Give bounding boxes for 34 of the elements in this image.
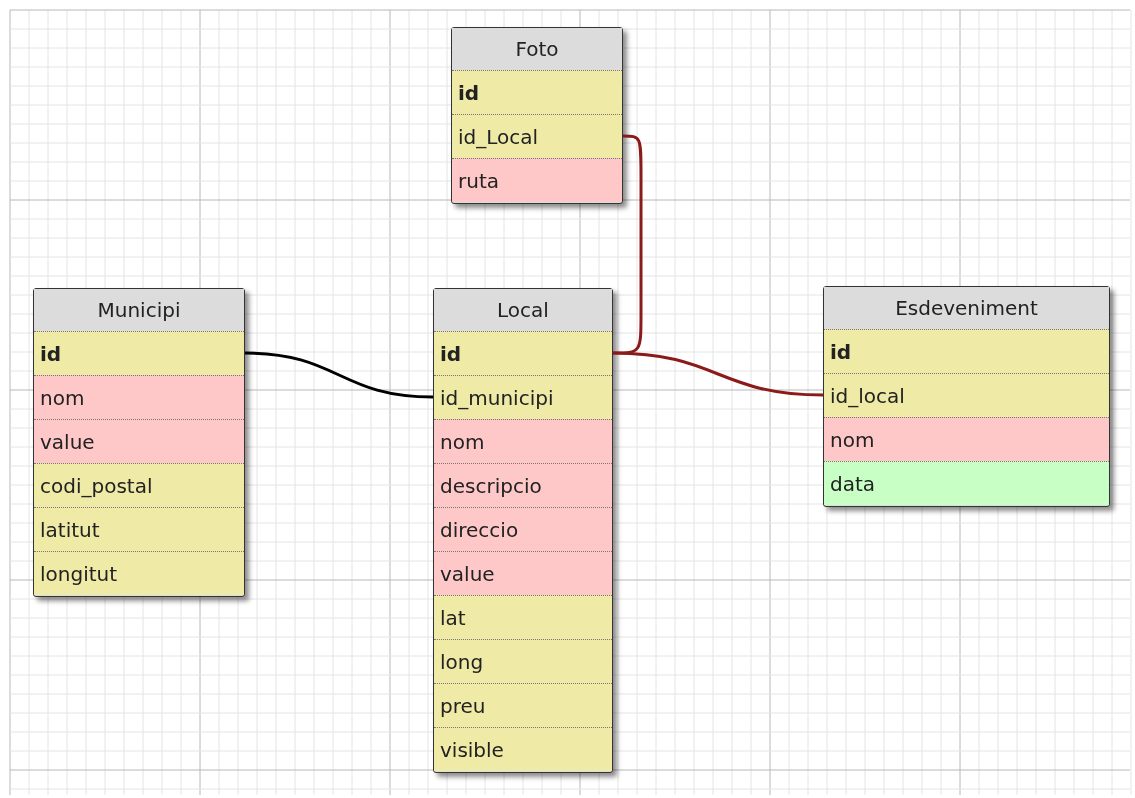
field-row: value (434, 551, 612, 595)
field-row: value (34, 419, 244, 463)
field-row: id_municipi (434, 375, 612, 419)
relationship-line (613, 134, 643, 355)
table-card (823, 286, 1110, 507)
field-row: long (434, 639, 612, 683)
field-row: codi_postal (34, 463, 244, 507)
field-row: longitut (34, 551, 244, 595)
field-row: id_Local (452, 114, 622, 158)
field-row: preu (434, 683, 612, 727)
field-row: nom (34, 375, 244, 419)
field-row: id (824, 329, 1109, 373)
field-row: id (34, 331, 244, 375)
field-row: id (452, 70, 622, 114)
field-row: nom (824, 417, 1109, 461)
relationship-line (612, 351, 824, 397)
field-row: nom (434, 419, 612, 463)
field-row: id (434, 331, 612, 375)
field-row: id_local (824, 373, 1109, 417)
field-row: lat (434, 595, 612, 639)
table-title: Local (497, 298, 549, 322)
field-row: data (824, 461, 1109, 505)
field-row: visible (434, 727, 612, 771)
field-row: latitut (34, 507, 244, 551)
field-row: direccio (434, 507, 612, 551)
table-card (33, 288, 245, 597)
table-card (433, 288, 613, 773)
relationship-line (244, 351, 434, 399)
table-card (451, 27, 623, 204)
field-row: descripcio (434, 463, 612, 507)
table-title: Foto (515, 37, 559, 61)
table-title: Esdeveniment (895, 296, 1038, 320)
table-title: Municipi (97, 298, 181, 322)
field-row: ruta (452, 158, 622, 202)
